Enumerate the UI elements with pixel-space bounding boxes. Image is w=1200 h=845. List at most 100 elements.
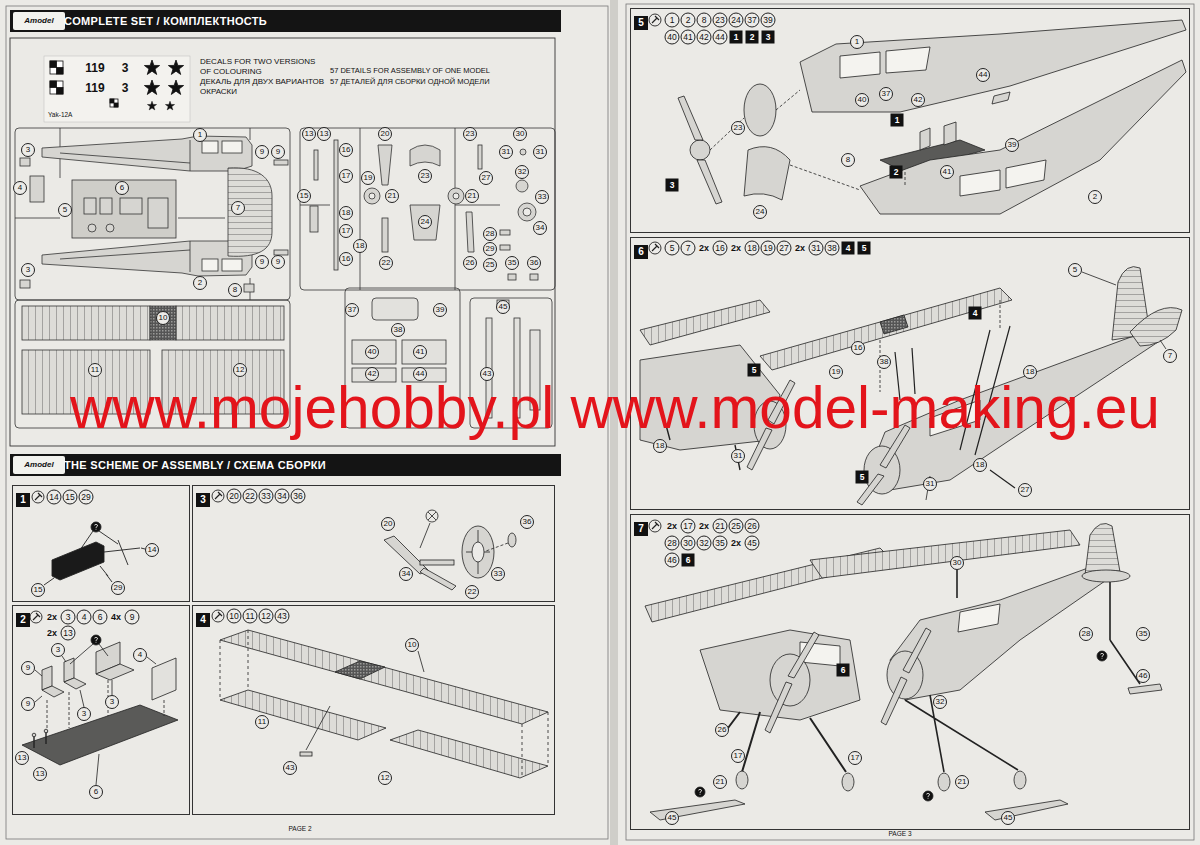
glue-icon [30, 611, 42, 623]
part-callout: 28 [665, 536, 680, 551]
callout-number: 13 [317, 127, 331, 141]
part-callout: 33 [259, 489, 274, 504]
quantity-mark: 4x [111, 612, 121, 622]
sprue-small-parts [530, 274, 538, 280]
callout-number: 20 [378, 127, 392, 141]
callout-number: 9 [255, 145, 269, 159]
sprue-fuselage [84, 198, 96, 214]
callout-number: 26 [715, 723, 729, 737]
callout-number: 34 [399, 567, 413, 581]
callout-number: 11 [255, 715, 269, 729]
watermark: www.mojehobby.pl www.model-making.eu [70, 379, 1160, 438]
brand-name: Amodel [13, 456, 65, 474]
sprue-fuselage [148, 198, 168, 228]
sprue-small-parts [478, 145, 482, 169]
part-callout: 35 [713, 536, 728, 551]
part-callout: 15 [63, 490, 78, 505]
quantity-mark: 2x [731, 538, 741, 548]
part-callout: 2 [681, 13, 696, 28]
fuselage-assembly-drawing [744, 147, 790, 200]
callout-number: 37 [879, 87, 893, 101]
fuselage-assembly-drawing [710, 90, 905, 190]
quantity-mark: 2x [795, 243, 805, 253]
instrument-panel-drawing [44, 522, 145, 585]
sprue-small-parts [508, 274, 516, 280]
section-title: COMPLETE SET / КОМПЛЕКТНОСТЬ [64, 10, 561, 32]
final-assembly-drawing [810, 530, 1080, 578]
final-assembly-drawing [938, 773, 950, 791]
final-assembly-drawing [695, 787, 705, 797]
callout-number: 22 [465, 585, 479, 599]
glue-icon [649, 242, 661, 254]
callout-number: 3 [51, 643, 65, 657]
callout-number: 36 [520, 515, 534, 529]
fuselage-assembly-drawing [744, 84, 776, 136]
callout-number: 21 [713, 775, 727, 789]
sprue-small-parts [453, 193, 459, 199]
callout-number: 13 [33, 767, 47, 781]
sprue-clear-parts [372, 298, 418, 320]
instrument-panel-drawing [44, 548, 145, 585]
callout-number: 31 [499, 145, 513, 159]
callout-number: 18 [653, 439, 667, 453]
section-title: THE SCHEME OF ASSEMBLY / СХЕМА СБОРКИ [64, 454, 561, 476]
callout-number: 1 [850, 35, 864, 49]
part-callout: 37 [745, 13, 760, 28]
callout-number: 26 [463, 256, 477, 270]
sprue-small-parts [300, 128, 555, 290]
callout-number: 3 [105, 695, 119, 709]
callout-number: 42 [911, 93, 925, 107]
part-callout: 34 [275, 489, 290, 504]
callout-number: 38 [877, 355, 891, 369]
final-assembly-drawing [890, 560, 1118, 700]
callout-number: 38 [391, 323, 405, 337]
wing-tail-assembly-drawing [760, 288, 1012, 370]
fuselage-assembly-drawing [678, 96, 722, 204]
sprue-fuselage [15, 128, 290, 300]
callout-number: 16 [339, 252, 353, 266]
decal-sheet [110, 99, 114, 103]
header-bar: COMPLETE SET / КОМПЛЕКТНОСТЬAmodel [10, 10, 561, 32]
part-callout: 14 [47, 490, 62, 505]
page-number: PAGE 3 [888, 830, 911, 838]
sprue-fuselage [202, 259, 218, 271]
callout-number: 23 [731, 121, 745, 135]
sprue-fuselage [222, 259, 242, 271]
cockpit-drawing [96, 664, 134, 680]
final-assembly-drawing [887, 651, 923, 699]
callout-number: 21 [385, 189, 399, 203]
subassembly-ref: 2 [890, 166, 903, 179]
step-number: 6 [634, 245, 648, 259]
sprue-fuselage [106, 224, 114, 232]
callout-number: 45 [1001, 811, 1015, 825]
sprue-small-parts [369, 193, 375, 199]
final-assembly-drawing [722, 712, 846, 772]
part-callout: 18 [745, 241, 760, 256]
quantity-mark: 2x [47, 612, 57, 622]
sprue-fuselage [100, 198, 112, 214]
part-callout: 39 [761, 13, 776, 28]
wing-drawing [220, 690, 386, 740]
final-assembly-drawing [1097, 651, 1107, 661]
final-assembly-drawing [736, 771, 748, 789]
sprue-fuselage [15, 128, 290, 300]
decal-sheet [168, 60, 183, 74]
cockpit-drawing [91, 635, 101, 645]
fuselage-assembly-drawing [690, 140, 710, 160]
callout-number: 23 [463, 127, 477, 141]
fuselage-assembly-drawing [860, 60, 1186, 214]
wing-drawing [390, 730, 548, 778]
landing-gear-drawing [462, 526, 494, 578]
step-number: 2 [16, 613, 30, 627]
callout-number: 31 [923, 477, 937, 491]
callout-number: 9 [21, 697, 35, 711]
callout-number: 18 [1023, 365, 1037, 379]
decal-sheet [50, 61, 63, 74]
quantity-mark: 2x [699, 521, 709, 531]
decal-sheet [165, 101, 174, 110]
fuselage-assembly-drawing [960, 160, 1046, 196]
part-callout: 11 [243, 609, 258, 624]
sprue-small-parts [364, 188, 380, 204]
callout-number: 46 [1136, 669, 1150, 683]
callout-number: 23 [418, 169, 432, 183]
